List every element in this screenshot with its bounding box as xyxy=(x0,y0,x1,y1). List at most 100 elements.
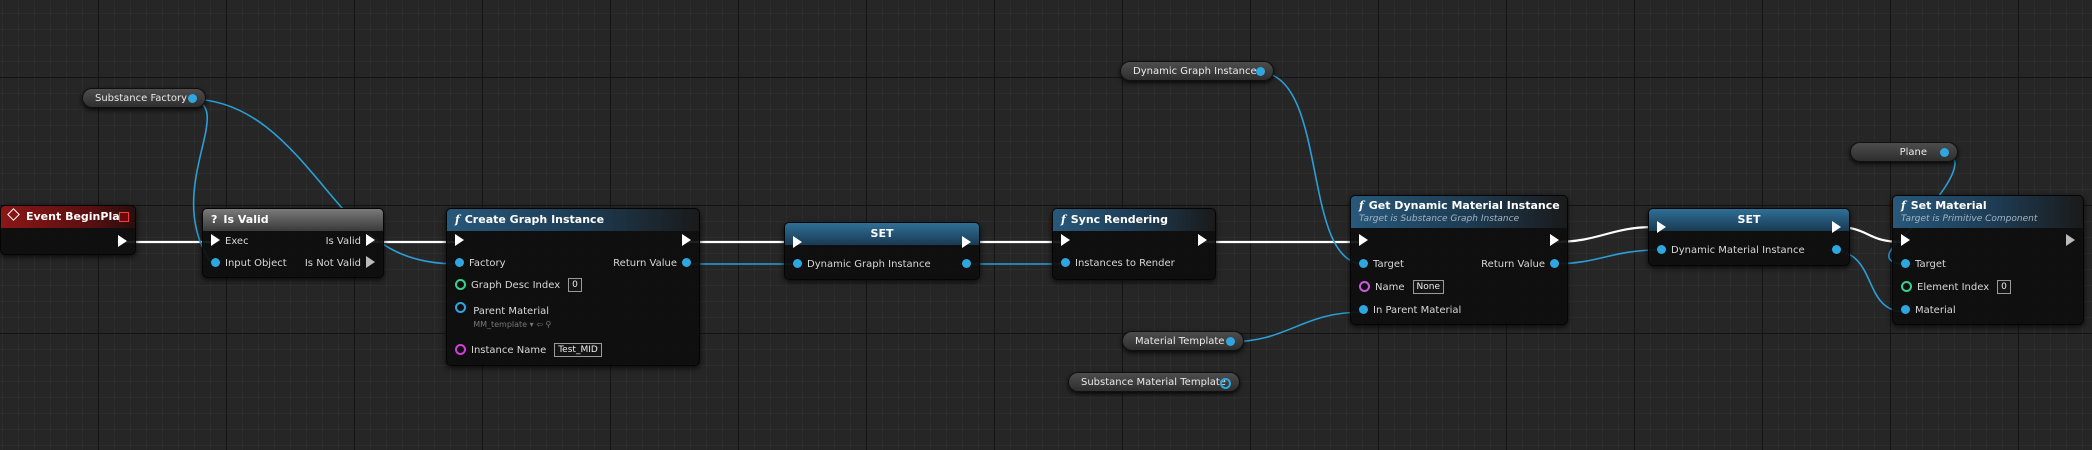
variable-material-template[interactable]: Material Template xyxy=(1122,331,1244,351)
exec-out-pin-icon[interactable] xyxy=(366,234,375,246)
pin-label: Dynamic Material Instance xyxy=(1671,245,1805,256)
output-pin-icon[interactable] xyxy=(1256,67,1265,76)
exec-out-pin-icon[interactable] xyxy=(2066,234,2075,246)
delegate-pin-icon[interactable] xyxy=(119,212,129,222)
data-wire xyxy=(1257,71,1365,265)
exec-in-pin-icon[interactable] xyxy=(1359,234,1368,246)
node-header: Event BeginPlay xyxy=(1,206,135,228)
object-input-pin-icon[interactable] xyxy=(1359,258,1368,268)
pin-label: Parent Material xyxy=(473,306,550,317)
exec-in-pin-icon[interactable] xyxy=(1901,234,1910,246)
output-pin-icon[interactable] xyxy=(1940,148,1949,157)
exec-out-pin-icon[interactable] xyxy=(962,236,971,248)
output-pin-icon[interactable] xyxy=(1226,337,1235,346)
diamond-icon xyxy=(7,208,20,221)
object-output-pin-icon[interactable] xyxy=(1832,244,1841,254)
exec-out-pin-icon[interactable] xyxy=(1832,221,1841,233)
function-icon: f xyxy=(455,213,460,226)
exec-in-pin-icon[interactable] xyxy=(211,234,220,246)
pin-label: Material xyxy=(1915,305,1956,316)
pin-label: Graph Desc Index xyxy=(471,280,561,291)
object-input-pin-icon[interactable] xyxy=(1061,257,1070,267)
pin-label: In Parent Material xyxy=(1373,305,1462,316)
node-subtitle: Target is Primitive Component xyxy=(1901,214,2038,224)
variable-plane[interactable]: Plane xyxy=(1850,142,1958,162)
graph-desc-index-field[interactable]: 0 xyxy=(568,278,582,292)
pin-label: Dynamic Graph Instance xyxy=(807,259,931,270)
function-icon: f xyxy=(1359,199,1364,212)
node-set-dynamic-graph-instance[interactable]: SET Dynamic Graph Instance xyxy=(784,222,980,280)
pin-label: Target xyxy=(1915,259,1946,270)
pin-label: Return Value xyxy=(1481,259,1545,270)
object-input-pin-icon[interactable] xyxy=(1901,304,1910,314)
variable-substance-factory[interactable]: Substance Factory xyxy=(82,88,206,108)
exec-in-pin-icon[interactable] xyxy=(1061,234,1070,246)
chevron-down-icon: ▾ xyxy=(529,320,534,329)
int-input-pin-icon[interactable] xyxy=(1901,280,1912,292)
object-input-pin-icon[interactable] xyxy=(1901,258,1910,268)
name-input-pin-icon[interactable] xyxy=(1359,280,1370,292)
function-icon: f xyxy=(1901,199,1906,212)
string-input-pin-icon[interactable] xyxy=(455,343,466,355)
node-set-dynamic-material-instance[interactable]: SET Dynamic Material Instance xyxy=(1648,208,1850,266)
pin-label: Instances to Render xyxy=(1075,258,1175,269)
name-field[interactable]: None xyxy=(1412,280,1444,294)
parent-material-dropdown[interactable]: MM_template ▾ ⇦ ⚲ xyxy=(473,320,552,329)
exec-out-pin-icon[interactable] xyxy=(366,256,375,268)
question-icon: ? xyxy=(211,213,218,226)
pin-label: Return Value xyxy=(613,258,677,269)
node-header: SET xyxy=(785,223,979,245)
node-header: ?Is Valid xyxy=(203,209,383,231)
object-input-pin-icon[interactable] xyxy=(793,258,802,268)
object-output-pin-icon[interactable] xyxy=(962,258,971,268)
pin-label: Exec xyxy=(225,236,249,247)
instance-name-field[interactable]: Test_MID xyxy=(554,343,602,357)
output-pin-icon[interactable] xyxy=(1220,378,1231,389)
variable-dynamic-graph-instance[interactable]: Dynamic Graph Instance xyxy=(1120,61,1274,81)
pin-label: Element Index xyxy=(1917,282,1990,293)
int-input-pin-icon[interactable] xyxy=(455,278,466,290)
pin-label: Is Valid xyxy=(325,236,361,247)
data-wire xyxy=(1227,311,1365,343)
output-pin-icon[interactable] xyxy=(188,94,197,103)
object-input-pin-icon[interactable] xyxy=(1359,304,1368,314)
exec-out-pin-icon[interactable] xyxy=(118,235,127,247)
pin-label: Input Object xyxy=(225,258,287,269)
node-is-valid[interactable]: ?Is Valid Exec Is Valid Input Object Is … xyxy=(202,208,384,278)
object-output-pin-icon[interactable] xyxy=(1550,258,1559,268)
element-index-field[interactable]: 0 xyxy=(1997,280,2011,294)
pin-label: Target xyxy=(1373,259,1404,270)
variable-substance-material-template[interactable]: Substance Material Template xyxy=(1068,372,1240,392)
object-input-pin-icon[interactable] xyxy=(1657,244,1666,254)
exec-in-pin-icon[interactable] xyxy=(793,236,802,248)
exec-out-pin-icon[interactable] xyxy=(1550,234,1559,246)
node-subtitle: Target is Substance Graph Instance xyxy=(1359,214,1520,224)
exec-in-pin-icon[interactable] xyxy=(1657,221,1666,233)
pin-label: Factory xyxy=(469,258,506,269)
object-input-pin-icon[interactable] xyxy=(211,257,220,267)
pin-label: Instance Name xyxy=(471,345,547,356)
node-event-begin-play[interactable]: Event BeginPlay xyxy=(0,205,136,255)
pin-label: Is Not Valid xyxy=(304,258,361,269)
search-icon[interactable]: ⚲ xyxy=(545,320,552,329)
object-input-pin-icon[interactable] xyxy=(455,301,466,313)
object-input-pin-icon[interactable] xyxy=(455,257,464,267)
exec-wire xyxy=(1552,225,1656,244)
node-header: SET xyxy=(1649,209,1849,231)
exec-out-pin-icon[interactable] xyxy=(682,234,691,246)
data-wire xyxy=(189,98,343,209)
exec-in-pin-icon[interactable] xyxy=(455,234,464,246)
data-wire xyxy=(1551,249,1661,265)
function-icon: f xyxy=(1061,213,1066,226)
object-output-pin-icon[interactable] xyxy=(682,257,691,267)
exec-out-pin-icon[interactable] xyxy=(1198,234,1207,246)
arrow-left-icon[interactable]: ⇦ xyxy=(536,320,543,329)
